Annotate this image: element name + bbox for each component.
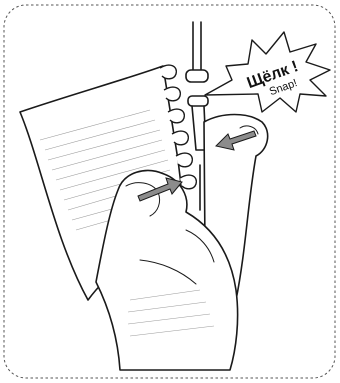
burst-callout-icon: Щёлк ! Snap! bbox=[205, 32, 330, 112]
